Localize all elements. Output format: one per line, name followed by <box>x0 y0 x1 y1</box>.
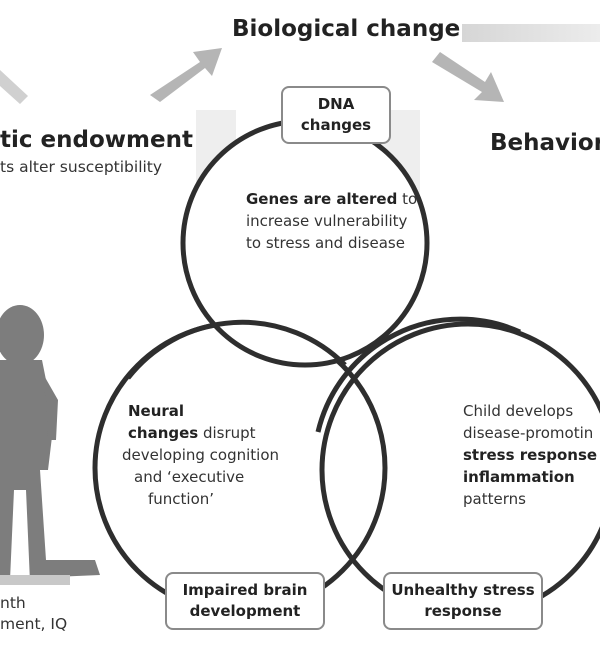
right-circle-bold3: stress response a <box>463 446 600 464</box>
right-circle-line5: patterns <box>463 490 526 508</box>
left-circle-text-rest: disrupt <box>198 424 256 442</box>
left-bottom-line1: nth <box>0 594 26 612</box>
top-bar-decoration <box>462 24 600 42</box>
left-circle-line4: and ‘executive <box>134 468 245 486</box>
right-heading: Behaviora <box>490 130 600 156</box>
impaired-brain-box: Impaired brain development <box>165 572 325 630</box>
right-circle-line2: disease-promotin <box>463 424 594 442</box>
top-circle-line2: increase vulnerability <box>246 212 408 230</box>
dna-changes-line2: changes <box>300 116 372 134</box>
title-biological-change: Biological change <box>232 16 461 42</box>
unhealthy-stress-line1: Unhealthy stress <box>391 581 535 599</box>
dna-changes-line1: DNA <box>317 95 355 113</box>
left-arrow-decoration <box>0 70 28 104</box>
child-ground-shadow <box>0 575 70 585</box>
left-circle-bold1: Neural <box>128 402 185 420</box>
left-bottom-line2: ment, IQ <box>0 615 68 633</box>
top-circle-bold: Genes are altered <box>246 190 398 208</box>
left-heading: tic endowment <box>0 127 193 153</box>
impaired-brain-line1: Impaired brain <box>182 581 308 599</box>
left-circle-line5: function’ <box>148 490 215 508</box>
right-circle-bold4: inflammation <box>463 468 575 486</box>
top-circle-line3: to stress and disease <box>246 234 405 252</box>
arrow-up-icon <box>150 48 222 102</box>
right-circle-line1: Child develops <box>463 402 574 420</box>
left-circle-text: Neural changes disrupt developing cognit… <box>122 400 279 510</box>
dna-changes-box: DNA changes <box>281 86 391 144</box>
top-circle-text-rest: to <box>397 190 418 208</box>
impaired-brain-line2: development <box>189 602 301 620</box>
unhealthy-stress-box: Unhealthy stress response <box>383 572 543 630</box>
left-subtext: ts alter susceptibility <box>0 158 163 176</box>
top-circle-text: Genes are altered to increase vulnerabil… <box>246 188 417 254</box>
right-circle-text: Child develops disease-promotin stress r… <box>463 400 600 510</box>
unhealthy-stress-line2: response <box>424 602 502 620</box>
child-silhouette-icon <box>0 305 100 582</box>
left-circle-overlap-arc <box>126 319 347 380</box>
left-circle-line3: developing cognition <box>122 446 280 464</box>
left-circle-bold2: changes <box>128 424 199 442</box>
right-circle-overlap-arc <box>315 316 522 433</box>
arrow-down-icon <box>432 52 504 102</box>
